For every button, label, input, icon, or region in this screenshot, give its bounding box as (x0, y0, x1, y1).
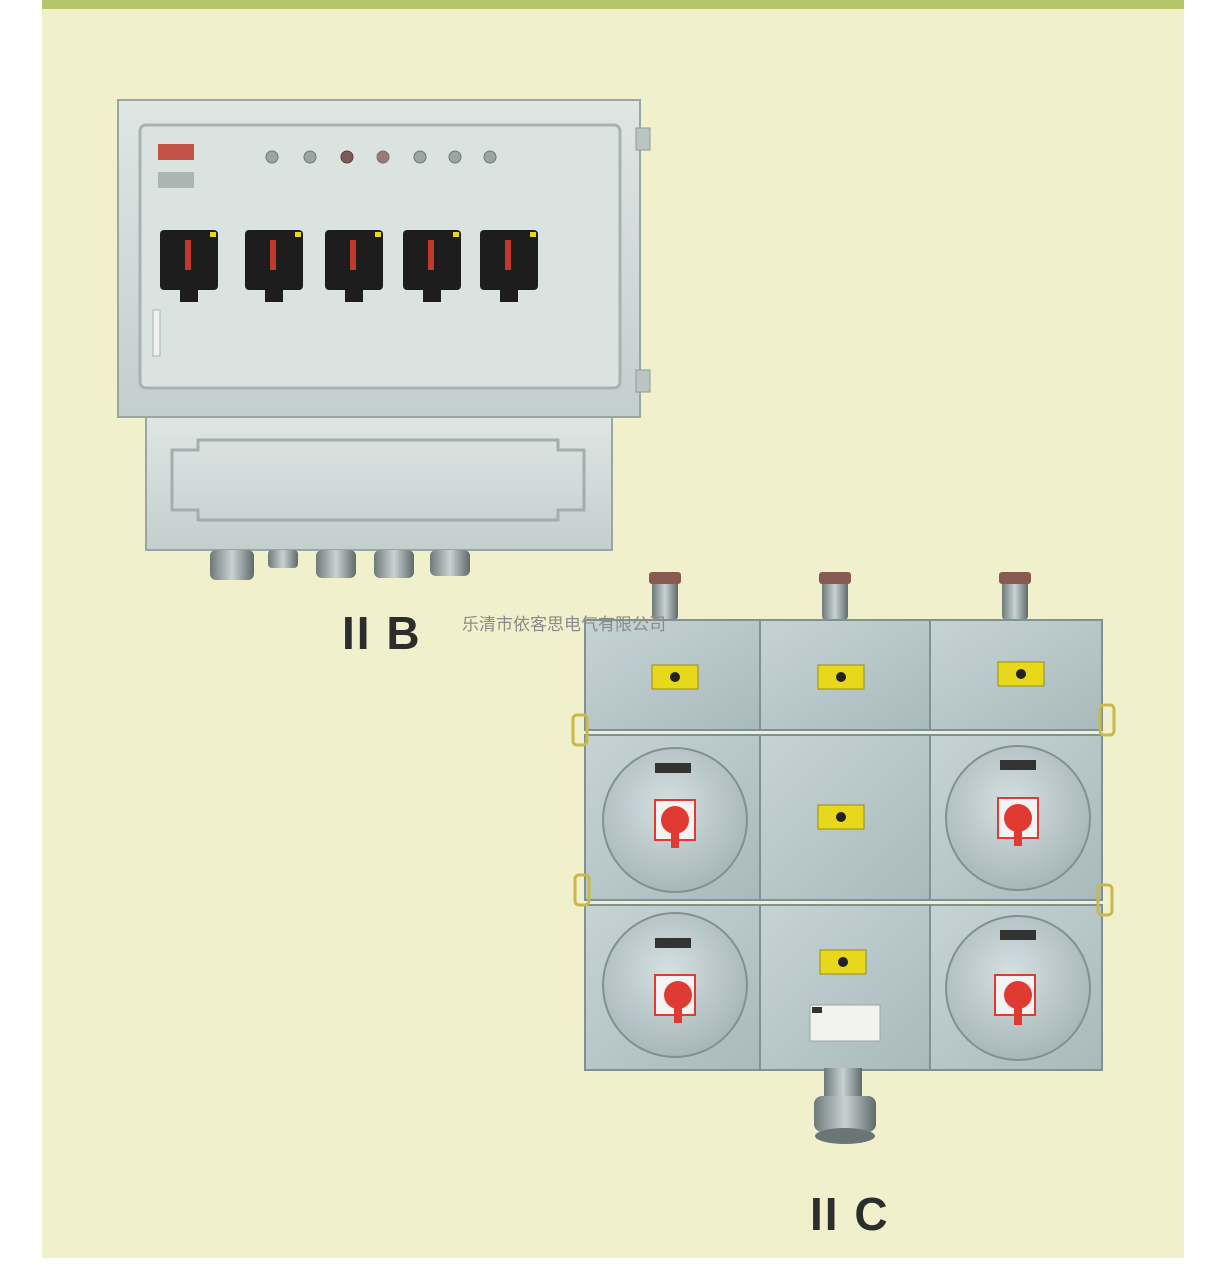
warning-label-icon (651, 661, 1045, 975)
cable-gland-icon (814, 1068, 876, 1144)
indicator-lamp-row (265, 150, 497, 164)
enclosure-iic (571, 572, 1116, 1144)
breaker-switch-icon (160, 230, 538, 302)
company-watermark: 乐清市依客思电气有限公司 (462, 615, 666, 635)
cabinet-label-iic: II C (810, 1188, 890, 1240)
ex-mark-icon (158, 144, 194, 188)
enclosure-iib (117, 99, 651, 580)
cable-gland-icon (649, 572, 1031, 620)
rotary-switch-icon (602, 745, 1091, 1061)
cabinet-label-iib: II B (342, 607, 422, 659)
cable-gland-icon (210, 550, 470, 580)
top-border-strip (42, 0, 1184, 9)
